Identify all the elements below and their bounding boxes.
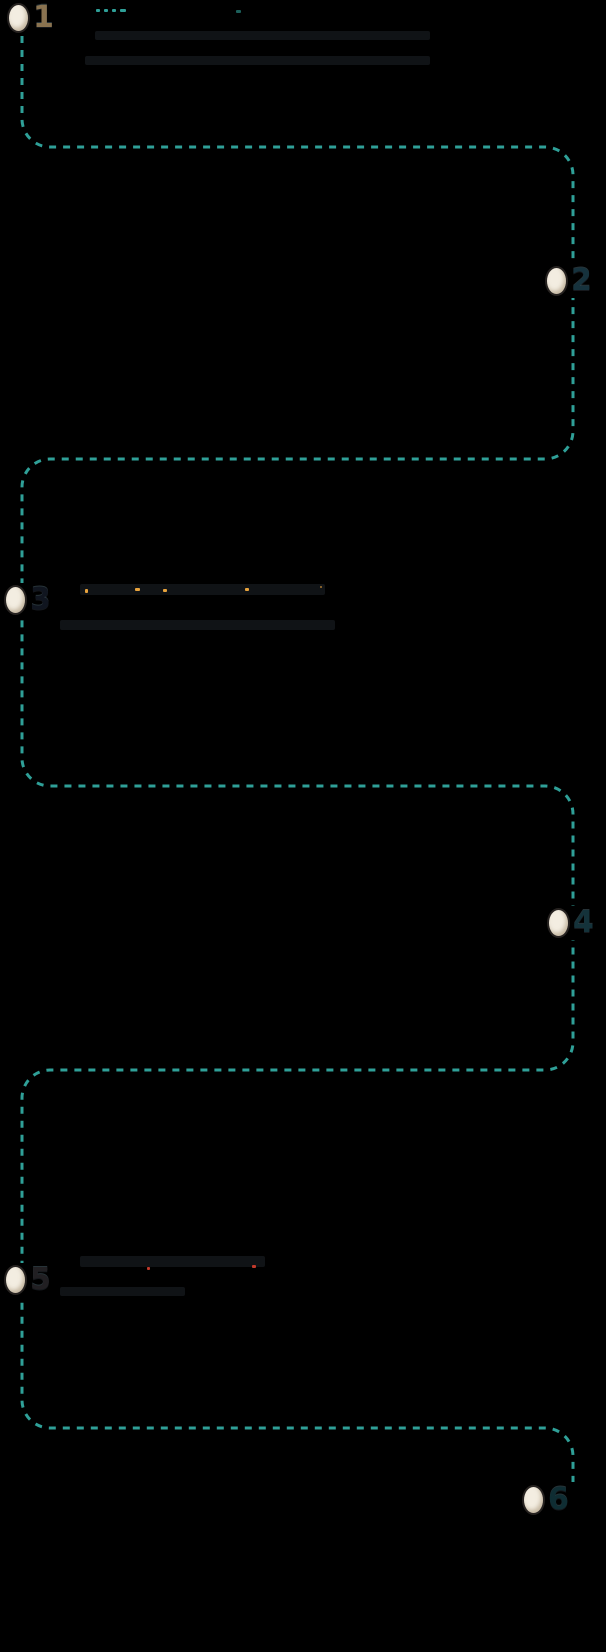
illegible-text-line bbox=[60, 1287, 185, 1296]
illegible-text-line bbox=[60, 620, 335, 630]
badge-digit: 2 bbox=[571, 263, 592, 298]
badge-zero: 0 bbox=[545, 266, 568, 296]
title-fragment bbox=[96, 9, 100, 12]
title-fragment bbox=[135, 588, 140, 591]
step-badge-05: 0 5 bbox=[0, 1263, 55, 1297]
title-fragment bbox=[320, 586, 322, 588]
step-badge-06: 0 6 bbox=[518, 1483, 573, 1517]
illegible-text-line bbox=[80, 1256, 265, 1267]
step-badge-02: 0 2 bbox=[541, 264, 596, 298]
badge-digit: 6 bbox=[548, 1482, 569, 1517]
illegible-text-line bbox=[80, 584, 325, 595]
illegible-text-line bbox=[85, 56, 430, 65]
title-fragment bbox=[163, 589, 167, 592]
title-fragment bbox=[112, 9, 116, 12]
step-badge-01: 0 1 bbox=[3, 1, 58, 35]
title-fragment bbox=[236, 10, 241, 13]
badge-digit: 1 bbox=[33, 0, 54, 35]
badge-zero: 0 bbox=[547, 908, 570, 938]
step-badge-04: 0 4 bbox=[543, 906, 598, 940]
title-fragment bbox=[245, 588, 249, 591]
title-fragment bbox=[104, 9, 108, 12]
badge-zero: 0 bbox=[7, 3, 30, 33]
badge-zero: 0 bbox=[4, 585, 27, 615]
illegible-text-line bbox=[95, 31, 430, 40]
title-fragment bbox=[147, 1267, 150, 1270]
badge-digit: 5 bbox=[30, 1262, 51, 1297]
badge-digit: 3 bbox=[30, 582, 51, 617]
badge-digit: 4 bbox=[573, 905, 594, 940]
badge-zero: 0 bbox=[4, 1265, 27, 1295]
title-fragment bbox=[85, 589, 88, 593]
title-fragment bbox=[252, 1265, 256, 1268]
badge-zero: 0 bbox=[522, 1485, 545, 1515]
title-fragment bbox=[120, 9, 126, 12]
step-badge-03: 0 3 bbox=[0, 583, 55, 617]
